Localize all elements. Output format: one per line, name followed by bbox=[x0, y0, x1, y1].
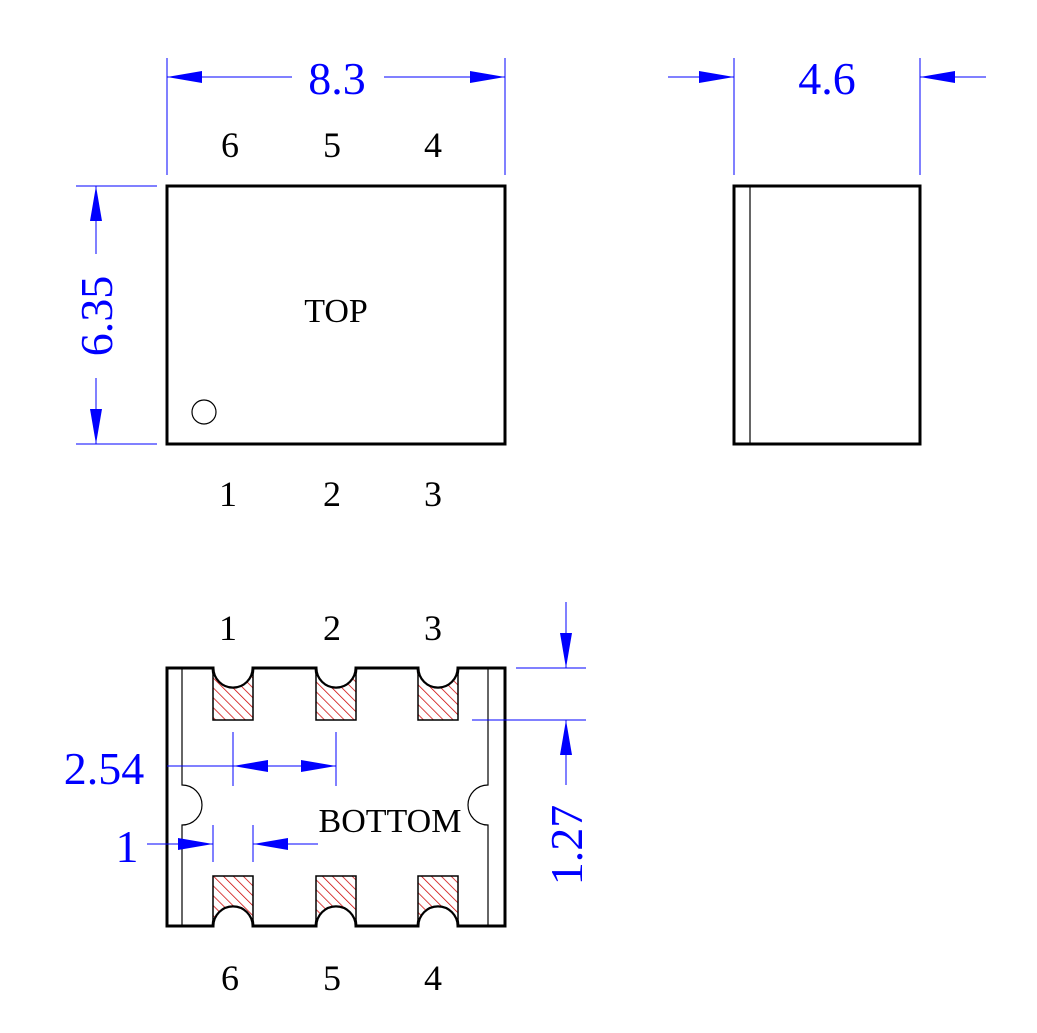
depth-dimension-text: 4.6 bbox=[798, 53, 856, 104]
pitch-dimension-text: 2.54 bbox=[64, 743, 145, 794]
pad-2 bbox=[315, 667, 357, 721]
pad-6 bbox=[212, 875, 254, 927]
width-dimension-text: 8.3 bbox=[308, 53, 366, 104]
width-arrow-left bbox=[167, 71, 202, 83]
depth-arrow-left bbox=[699, 71, 734, 83]
bottom-pin-label-1: 1 bbox=[219, 608, 237, 648]
edge-dimension-text: 1 bbox=[116, 821, 139, 872]
side-view-body bbox=[732, 184, 922, 446]
bottom-view-label: BOTTOM bbox=[319, 803, 462, 840]
top-pin-label-6: 6 bbox=[221, 125, 239, 165]
depth-dimension: 4.6 bbox=[668, 53, 986, 175]
pad-3 bbox=[417, 667, 459, 721]
height-arrow-top bbox=[90, 186, 102, 221]
top-pin-label-1: 1 bbox=[219, 474, 237, 514]
pad-arrow-bottom bbox=[560, 720, 572, 755]
pad-5 bbox=[315, 875, 357, 927]
bottom-view: BOTTOM 1 2 3 6 5 4 bbox=[165, 608, 507, 998]
pad-dimension: 1.27 bbox=[472, 602, 592, 885]
height-arrow-bottom bbox=[90, 409, 102, 444]
top-view-body bbox=[165, 184, 507, 446]
pin1-marker bbox=[191, 399, 217, 425]
pad-4 bbox=[417, 875, 459, 927]
pad-arrow-top bbox=[560, 633, 572, 668]
height-dimension: 6.35 bbox=[71, 185, 157, 445]
width-dimension: 8.3 bbox=[166, 53, 506, 175]
top-pin-label-3: 3 bbox=[424, 474, 442, 514]
top-view-label: TOP bbox=[304, 293, 368, 330]
width-arrow-right bbox=[470, 71, 505, 83]
edge-arrow-left bbox=[178, 838, 213, 850]
bottom-pin-label-3: 3 bbox=[424, 608, 442, 648]
pitch-dimension: 2.54 bbox=[64, 732, 337, 794]
bottom-pin-label-4: 4 bbox=[424, 958, 442, 998]
top-pin-label-4: 4 bbox=[424, 125, 442, 165]
bottom-pin-label-5: 5 bbox=[323, 958, 341, 998]
pad-dimension-text: 1.27 bbox=[541, 805, 592, 886]
bottom-pin-label-6: 6 bbox=[221, 958, 239, 998]
depth-arrow-right bbox=[920, 71, 955, 83]
bottom-pin-label-2: 2 bbox=[323, 608, 341, 648]
top-pin-label-5: 5 bbox=[323, 125, 341, 165]
pad-1 bbox=[212, 667, 254, 721]
side-view bbox=[732, 184, 922, 446]
height-dimension-text: 6.35 bbox=[71, 276, 122, 357]
pitch-arrow-right bbox=[301, 760, 336, 772]
edge-arrow-right bbox=[253, 838, 288, 850]
bottom-view-inner-right bbox=[467, 668, 489, 926]
top-view: TOP 6 5 4 1 2 3 bbox=[165, 125, 507, 514]
edge-dimension: 1 bbox=[116, 821, 318, 872]
top-pin-label-2: 2 bbox=[323, 474, 341, 514]
bottom-view-inner-left bbox=[181, 668, 203, 926]
pitch-arrow-left bbox=[233, 760, 268, 772]
